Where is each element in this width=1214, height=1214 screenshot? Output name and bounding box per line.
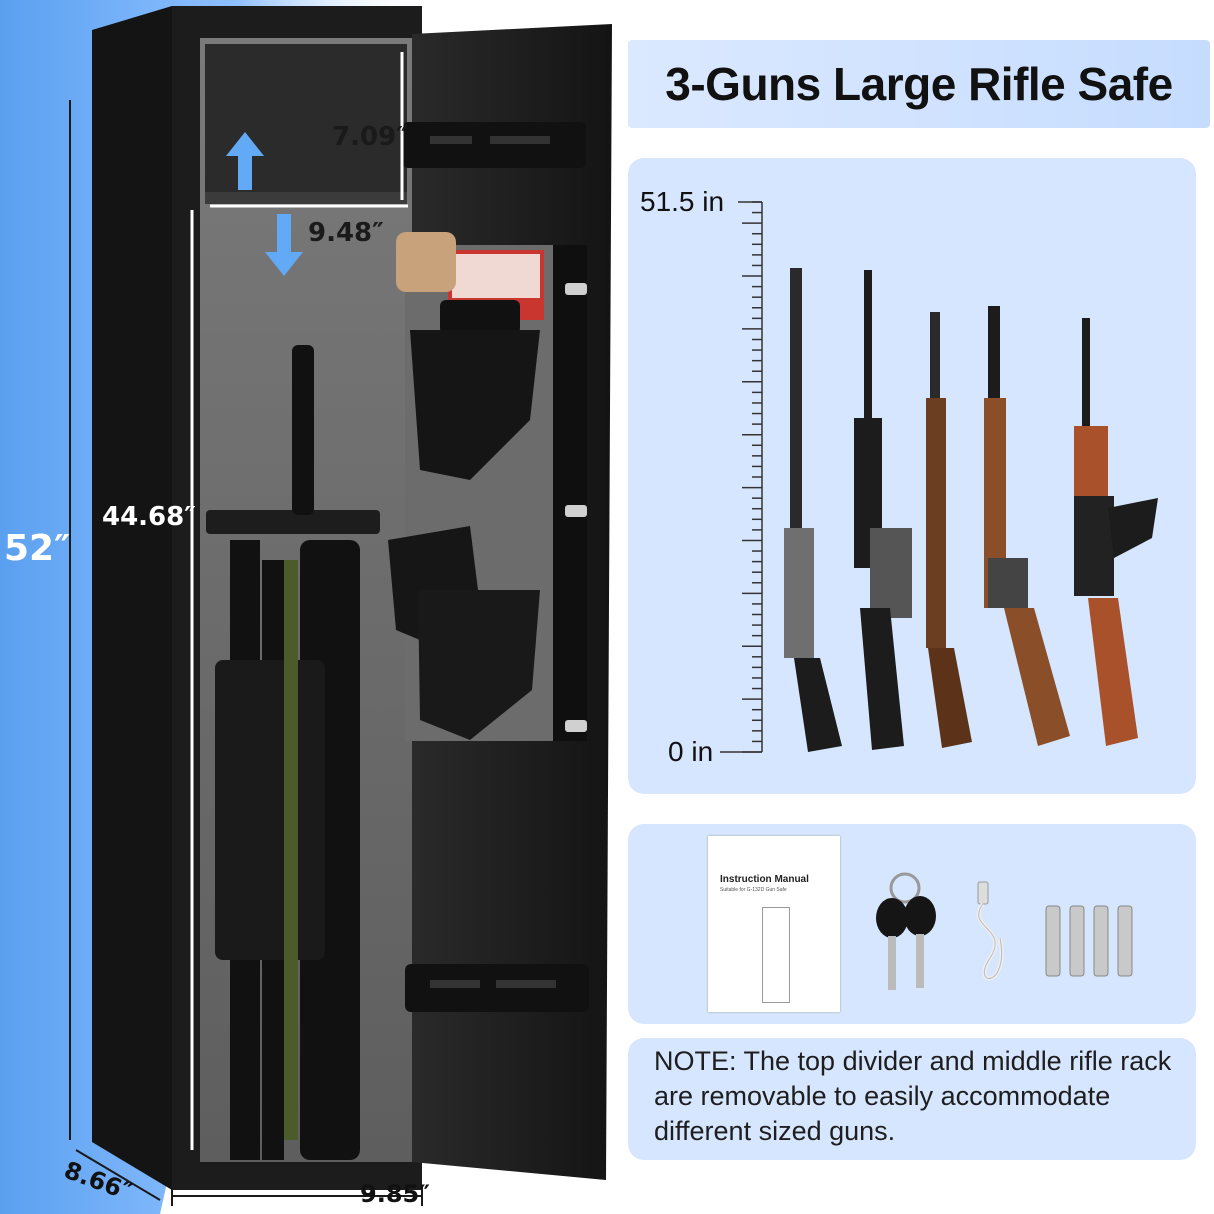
top-divider — [205, 192, 407, 204]
note-panel — [628, 1038, 1196, 1160]
ruler-and-guns — [720, 201, 1158, 753]
instruction-manual: Instruction Manual Suitable for G-132D G… — [708, 836, 840, 1012]
holster-1 — [410, 330, 540, 480]
shotgun — [784, 268, 842, 752]
hinge-pins — [565, 283, 587, 732]
key-icon — [876, 872, 936, 990]
bolt-action-rifle — [926, 312, 972, 748]
battle-rifle — [854, 270, 912, 750]
pistol-2 — [388, 526, 478, 640]
interior-height-label: 44.68″ — [102, 502, 196, 532]
up-arrow-icon — [226, 132, 264, 190]
pistol-1 — [396, 232, 520, 334]
ruler-bottom-label: 0 in — [668, 736, 714, 767]
anchor-bolt-icon — [1045, 905, 1133, 977]
safe-side-panel — [92, 6, 172, 1190]
manual-safe-drawing — [762, 907, 790, 1003]
assault-rifle — [1074, 318, 1158, 746]
ruler-top-label: 51.5 in — [640, 186, 725, 217]
down-arrow-icon — [265, 214, 303, 276]
shelf-height-label: 7.09″ — [332, 122, 408, 152]
usb-cable-icon — [976, 881, 1004, 981]
rifle-rack — [206, 510, 380, 534]
holster-2 — [418, 590, 540, 740]
page-title: 3-Guns Large Rifle Safe — [665, 58, 1173, 110]
dim-line-depth — [75, 1149, 161, 1201]
door-top-holder — [402, 122, 586, 168]
note-text: NOTE: The top divider and middle rifle r… — [654, 1046, 1172, 1146]
door-panel-side — [553, 245, 587, 741]
manual-subtitle: Suitable for G-132D Gun Safe — [720, 887, 787, 893]
top-compartment — [205, 44, 407, 194]
gun-safe-illustration — [69, 6, 612, 1206]
sling — [284, 560, 298, 1140]
lever-action-rifle — [984, 306, 1070, 746]
manual-title: Instruction Manual — [720, 874, 809, 885]
width-label: 9.85″ — [360, 1180, 430, 1208]
interior-width-label: 9.48″ — [308, 218, 384, 248]
title-banner — [628, 40, 1210, 128]
overall-height-label: 52″ — [4, 528, 71, 569]
